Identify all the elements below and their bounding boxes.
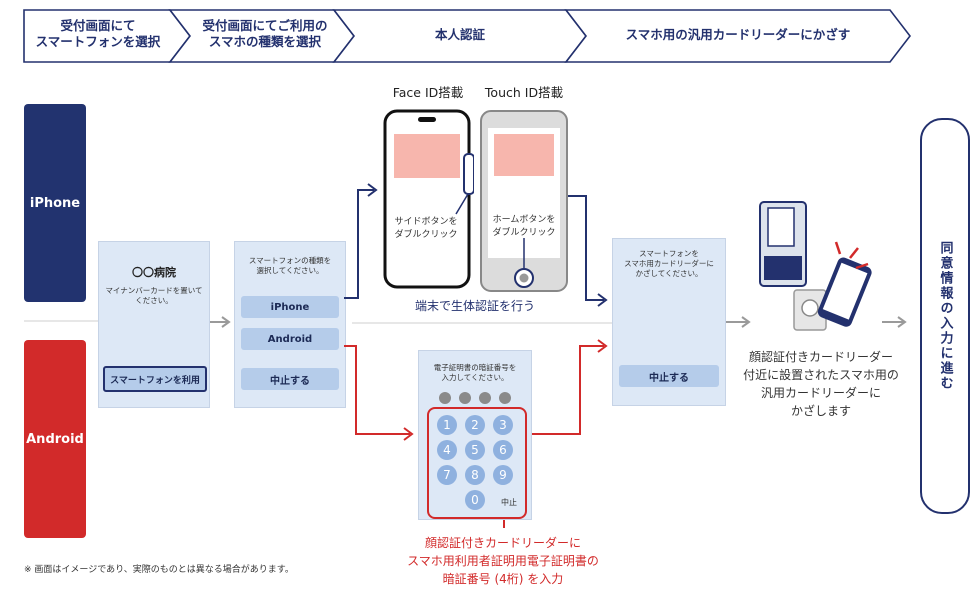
key-5[interactable]: 5: [465, 440, 485, 460]
touchid-label: Touch ID搭載: [484, 85, 564, 100]
card-reader-illustration: [759, 201, 872, 331]
pin-cancel-button[interactable]: 中止: [501, 498, 517, 507]
screen1-instruction: マイナンバーカードを置いてください。: [105, 286, 203, 305]
key-6[interactable]: 6: [493, 440, 513, 460]
pin-entry-screen: 電子証明書の暗証番号を入力してください。 1 2 3 4 5 6 7 8 9 0…: [418, 350, 532, 520]
key-2[interactable]: 2: [465, 415, 485, 435]
touchid-phone: [480, 110, 568, 292]
arrow-4-to-reader: [726, 316, 751, 328]
hospital-name: 〇〇病院: [132, 266, 176, 279]
arrow-reader-to-final: [882, 316, 907, 328]
iphone-button[interactable]: iPhone: [241, 296, 339, 318]
android-platform-label: Android: [24, 340, 86, 538]
screen-hold-phone: スマートフォンをスマホ用カードリーダーにかざしてください。 中止する: [612, 238, 726, 406]
pin-instruction: 電子証明書の暗証番号を入力してください。: [433, 363, 517, 382]
cancel-button[interactable]: 中止する: [241, 368, 339, 390]
biometric-caption: 端末で生体認証を行う: [414, 299, 535, 313]
pin-dots: [439, 392, 511, 404]
step-2-label: 受付画面にてご利用のスマホの種類を選択: [202, 18, 328, 49]
key-8[interactable]: 8: [465, 465, 485, 485]
faceid-phone: [383, 109, 474, 289]
faceid-label: Face ID搭載: [392, 85, 464, 100]
reader-caption: 顔認証付きカードリーダー 付近に設置されたスマホ用の 汎用カードリーダーに かざ…: [743, 350, 899, 418]
step-1-label: 受付画面にてスマートフォンを選択: [35, 18, 161, 49]
footnote: ※ 画面はイメージであり、実際のものとは異なる場合があります。: [24, 565, 294, 575]
touchid-instruction: ホームボタンをダブルクリック: [492, 215, 556, 238]
step-chevrons: [23, 9, 912, 63]
step-3-label: 本人認証: [434, 27, 485, 42]
faceid-instruction: サイドボタンをダブルクリック: [394, 217, 458, 240]
screen4-cancel-button[interactable]: 中止する: [619, 365, 719, 387]
use-smartphone-button[interactable]: スマートフォンを利用: [103, 366, 207, 392]
key-4[interactable]: 4: [437, 440, 457, 460]
final-step-box: 同意情報の入力に進む: [920, 118, 970, 514]
screen4-instruction: スマートフォンをスマホ用カードリーダーにかざしてください。: [624, 249, 714, 278]
pin-keypad: 1 2 3 4 5 6 7 8 9 0 中止: [427, 407, 527, 519]
screen-hospital: 〇〇病院 マイナンバーカードを置いてください。 スマートフォンを利用: [98, 241, 210, 408]
final-step-label: 同意情報の入力に進む: [937, 241, 953, 391]
arrow-1-to-2: [210, 316, 231, 328]
step-4-label: スマホ用の汎用カードリーダーにかざす: [625, 27, 851, 42]
key-7[interactable]: 7: [437, 465, 457, 485]
key-3[interactable]: 3: [493, 415, 513, 435]
pin-caption: 顔認証付きカードリーダーに スマホ用利用者証明用電子証明書の 暗証番号 (4桁)…: [407, 536, 599, 586]
screen2-instruction: スマートフォンの種類を選択してください。: [248, 256, 332, 275]
iphone-platform-label: iPhone: [24, 104, 86, 302]
key-9[interactable]: 9: [493, 465, 513, 485]
key-0[interactable]: 0: [465, 490, 485, 510]
key-1[interactable]: 1: [437, 415, 457, 435]
android-button[interactable]: Android: [241, 328, 339, 350]
screen-phone-type: スマートフォンの種類を選択してください。 iPhone Android 中止する: [234, 241, 346, 408]
